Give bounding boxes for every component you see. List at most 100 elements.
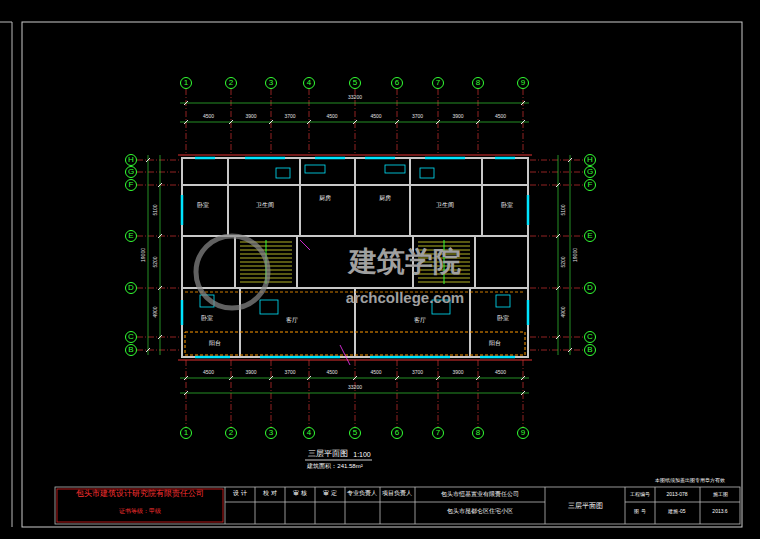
dimension: 19000 [141, 248, 146, 262]
dimension: 4500 [203, 370, 214, 375]
axis-number: 1 [184, 79, 188, 87]
sheet-note: 本图纸须加盖出图专用章方有效 [655, 478, 725, 483]
watermark: 建筑学院 [349, 248, 461, 276]
dimension: 4900 [561, 306, 566, 317]
axis-number: D [128, 284, 134, 292]
room-name: 厨房 [319, 195, 331, 201]
axis-bubble: 4 [303, 77, 315, 89]
axis-number: 9 [521, 429, 525, 437]
scale-text: 1:100 [353, 451, 371, 458]
axis-number: E [587, 232, 592, 240]
table-cell: 三层平面图 [568, 502, 603, 509]
axis-bubble: 9 [517, 77, 529, 89]
table-cell: 建施-05 [668, 509, 685, 514]
room-name: 卧室 [497, 315, 509, 321]
axis-number: 6 [395, 429, 399, 437]
dimension: 3700 [284, 114, 295, 119]
room-name: 客厅 [286, 317, 298, 323]
axis-number: 3 [269, 429, 273, 437]
axis-number: 5 [353, 79, 357, 87]
axis-bubble: 5 [349, 427, 361, 439]
room-name: 卫生间 [256, 202, 274, 208]
dimension: 4500 [203, 114, 214, 119]
axis-bubble: E [125, 230, 137, 242]
axis-number: B [587, 346, 592, 354]
room-name: 卧室 [197, 202, 209, 208]
dimension: 3700 [412, 370, 423, 375]
room-name: 卫生间 [436, 202, 454, 208]
dimension: 4500 [370, 114, 381, 119]
axis-number: 1 [184, 429, 188, 437]
dimension: 3900 [245, 370, 256, 375]
axis-bubble: 2 [225, 427, 237, 439]
room-name: 阳台 [489, 340, 501, 346]
room-name: 卧室 [201, 315, 213, 321]
dimension: 3900 [452, 114, 463, 119]
table-cell: 2013.6 [712, 509, 727, 514]
room-name: 阳台 [209, 340, 221, 346]
table-cell: 项目负责人 [382, 491, 412, 497]
axis-bubble: F [584, 179, 596, 191]
dimension: 4500 [326, 114, 337, 119]
axis-bubble: 2 [225, 77, 237, 89]
dimension: 4500 [370, 370, 381, 375]
axis-bubble: H [584, 154, 596, 166]
axis-number: 9 [521, 79, 525, 87]
axis-bubble: 8 [472, 427, 484, 439]
axis-bubble: 3 [265, 77, 277, 89]
axis-bubble: H [125, 154, 137, 166]
axis-number: F [588, 181, 593, 189]
axis-number: 8 [476, 79, 480, 87]
table-cell: 设 计 [233, 491, 247, 497]
axis-number: G [587, 168, 593, 176]
axis-bubble: 1 [180, 77, 192, 89]
drawing-title: 三层平面图 [308, 450, 348, 458]
axis-bubble: 9 [517, 427, 529, 439]
axis-bubble: D [584, 282, 596, 294]
table-cell: 审 定 [323, 491, 337, 497]
dimension: 5200 [561, 256, 566, 267]
axis-number: 6 [395, 79, 399, 87]
table-cell: 图 号 [634, 509, 645, 514]
dimension: 19000 [573, 248, 578, 262]
dimension: 5100 [561, 204, 566, 215]
company-name: 包头市建筑设计研究院有限责任公司 [76, 490, 204, 498]
dimension: 5100 [153, 204, 158, 215]
axis-number: 3 [269, 79, 273, 87]
axis-bubble: 8 [472, 77, 484, 89]
certificate-note: 证书等级：甲级 [119, 508, 161, 514]
axis-bubble: C [584, 331, 596, 343]
dimension: 3700 [412, 114, 423, 119]
axis-number: C [128, 333, 134, 341]
axis-bubble: G [125, 166, 137, 178]
axis-number: B [128, 346, 133, 354]
axis-number: G [128, 168, 134, 176]
axis-number: F [129, 181, 134, 189]
axis-bubble: 4 [303, 427, 315, 439]
dimension: 3900 [452, 370, 463, 375]
dimension: 3900 [245, 114, 256, 119]
axis-bubble: C [125, 331, 137, 343]
axis-number: 5 [353, 429, 357, 437]
watermark: archcollege.com [346, 290, 464, 305]
axis-number: 2 [229, 79, 233, 87]
axis-number: H [587, 156, 593, 164]
dimension: 4500 [495, 370, 506, 375]
area-note: 建筑面积：241.58m² [307, 463, 362, 469]
table-cell: 2013-078 [666, 492, 687, 497]
room-name: 厨房 [379, 195, 391, 201]
axis-number: 7 [436, 429, 440, 437]
dimension: 3700 [284, 370, 295, 375]
axis-bubble: B [125, 344, 137, 356]
axis-number: H [128, 156, 134, 164]
axis-number: E [128, 232, 133, 240]
axis-bubble: 5 [349, 77, 361, 89]
axis-number: 7 [436, 79, 440, 87]
dimension: 4900 [153, 306, 158, 317]
table-cell: 包头市恒基置业有限责任公司 [441, 491, 519, 497]
room-name: 卧室 [501, 202, 513, 208]
room-name: 客厅 [414, 317, 426, 323]
axis-bubble: 7 [432, 77, 444, 89]
table-cell: 专业负责人 [347, 491, 377, 497]
dimension: 33200 [348, 95, 362, 100]
